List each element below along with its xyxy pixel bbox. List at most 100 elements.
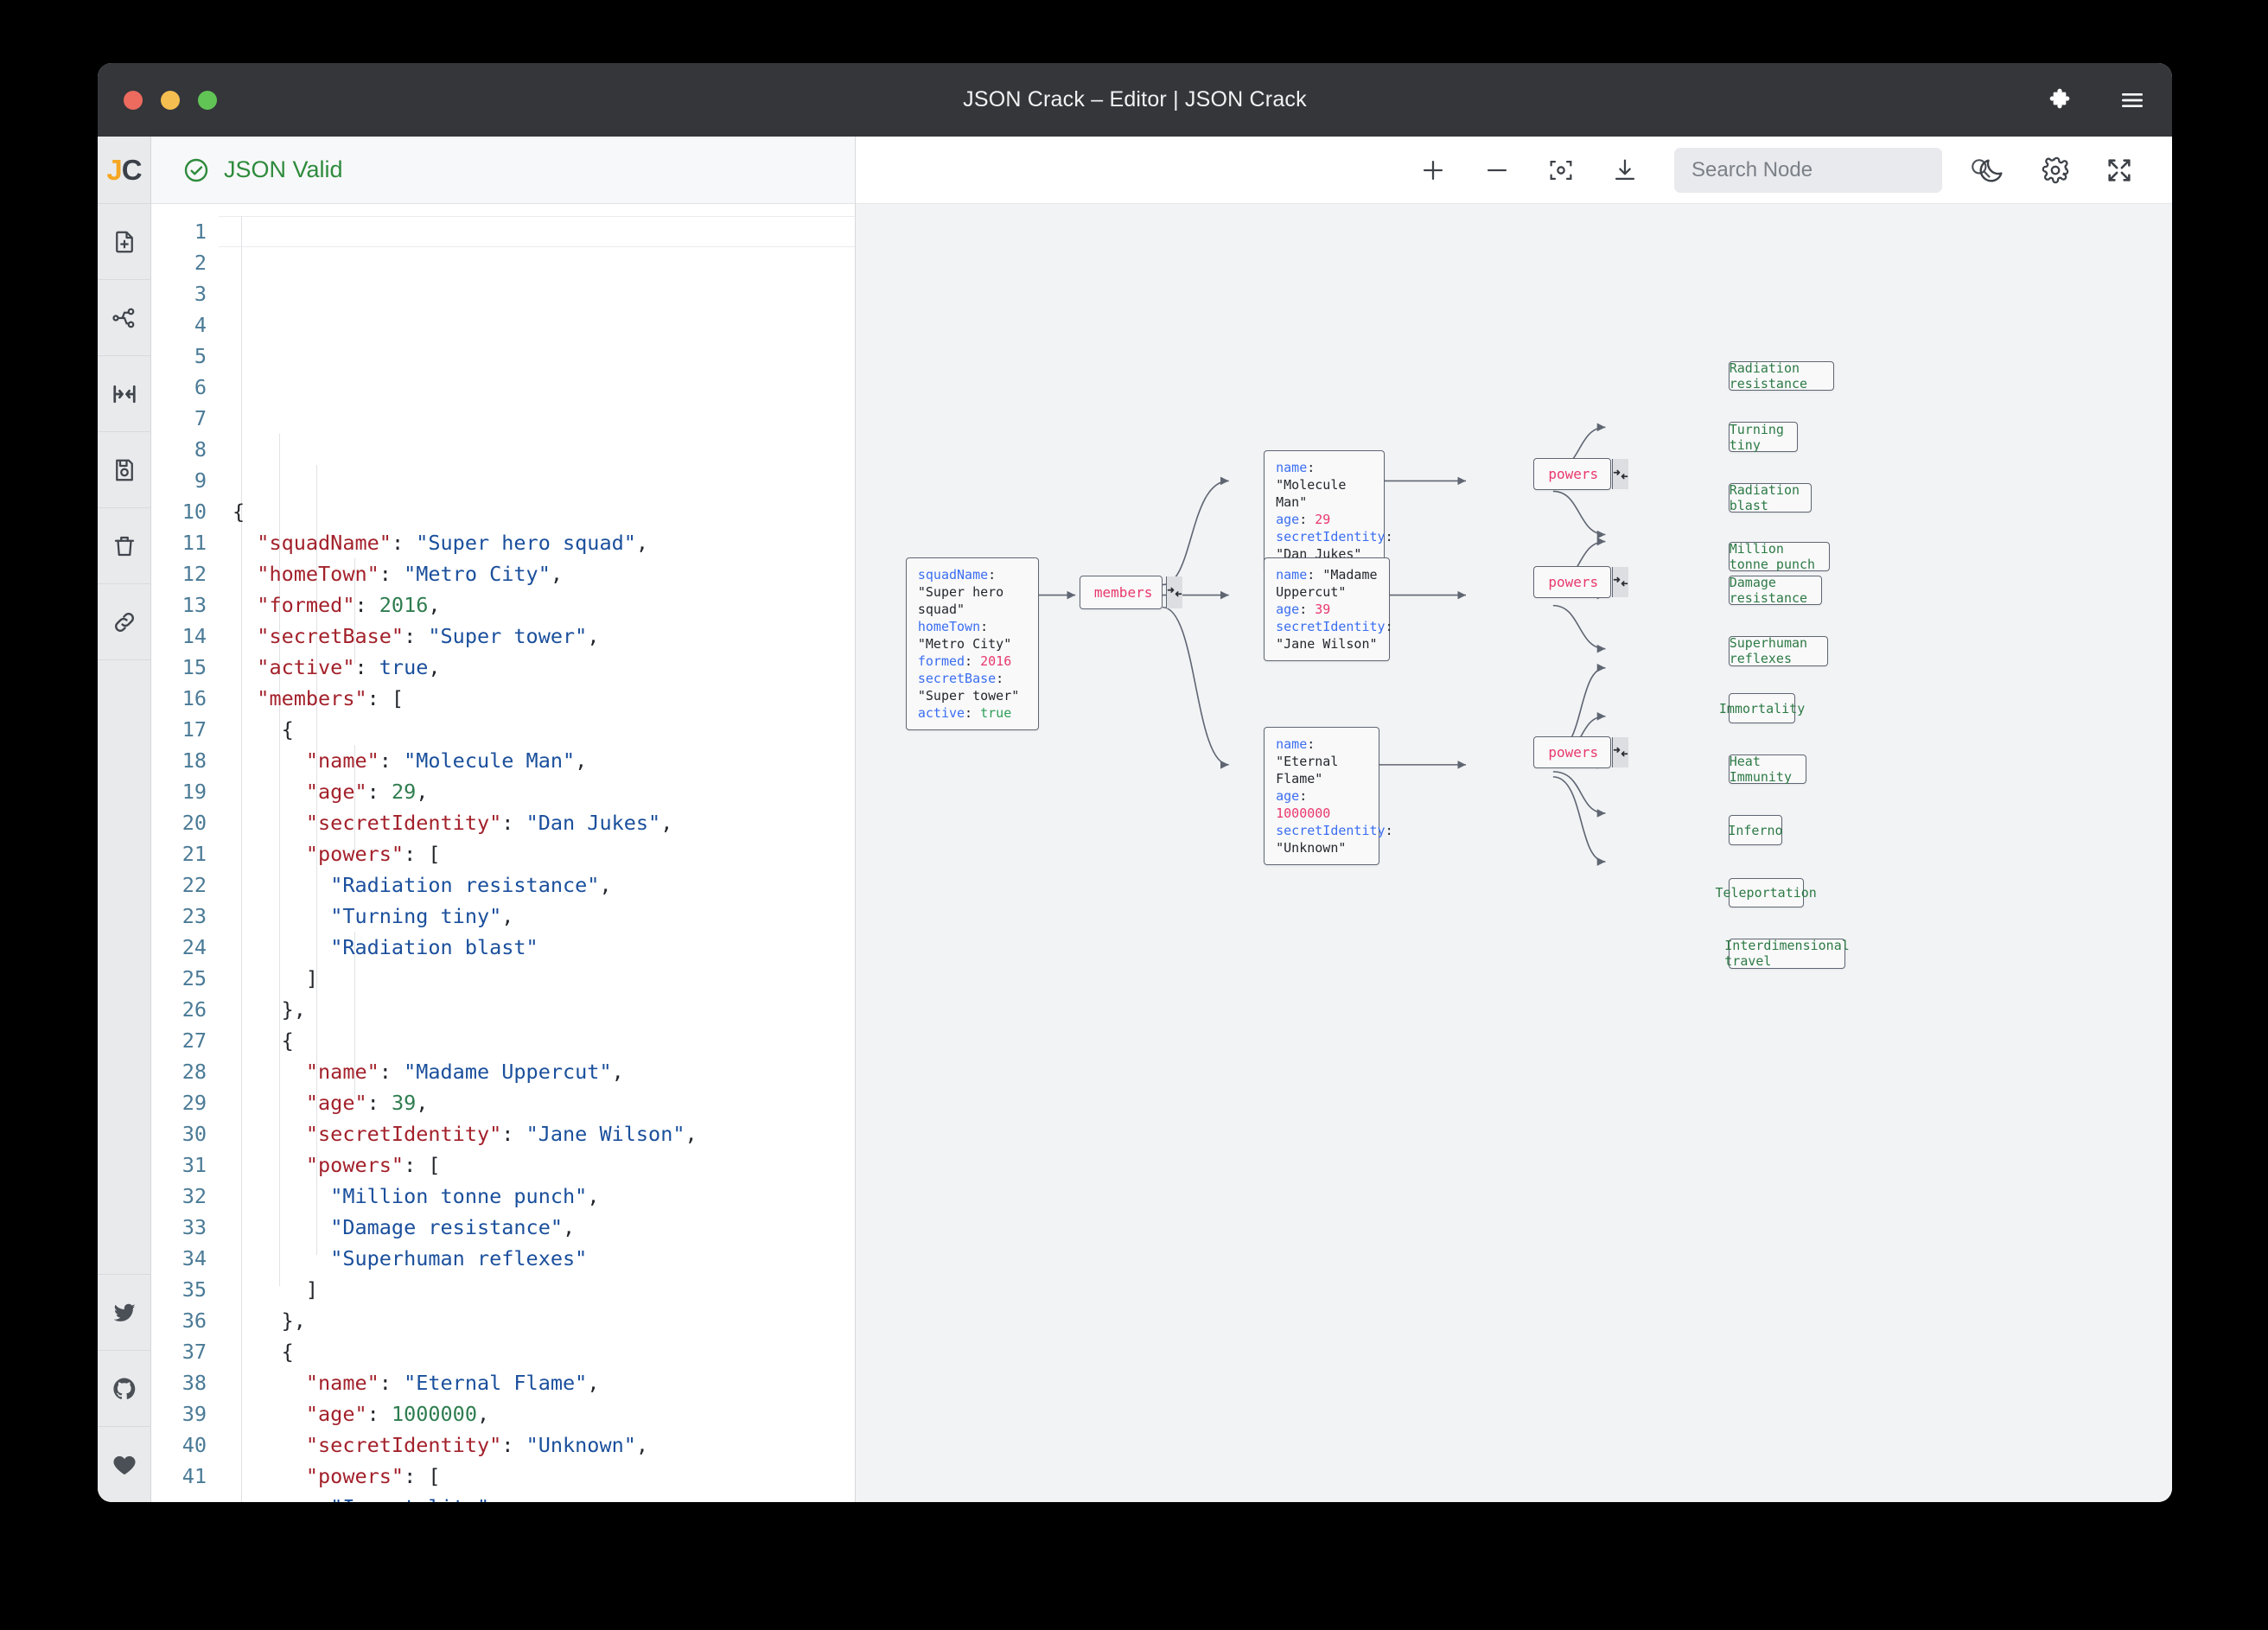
code-line[interactable]: "secretBase": "Super tower", <box>257 624 600 648</box>
minus-icon[interactable] <box>1482 156 1512 185</box>
node-row: name: "Eternal Flame" <box>1276 736 1339 787</box>
graph-node-power-leaf[interactable]: Interdimensional travel <box>1724 938 1850 970</box>
code-line[interactable]: { <box>233 500 245 524</box>
code-line[interactable]: "Radiation blast" <box>330 935 538 959</box>
graph-node-power-leaf[interactable]: Damage resistance <box>1728 575 1822 606</box>
close-window-button[interactable] <box>124 90 143 110</box>
minimize-window-button[interactable] <box>161 90 180 110</box>
code-line[interactable]: "squadName": "Super hero squad", <box>257 531 649 555</box>
code-line[interactable]: "secretIdentity": "Unknown", <box>305 1433 649 1457</box>
download-icon[interactable] <box>1610 156 1640 185</box>
node-row-key: formed <box>917 653 965 669</box>
graph-node-power-leaf[interactable]: Radiation blast <box>1728 482 1812 513</box>
code-line[interactable]: ] <box>233 966 319 990</box>
code-line[interactable]: "age": 39, <box>305 1091 429 1115</box>
graph-node-power-leaf[interactable]: Immortality <box>1719 693 1805 723</box>
code-line[interactable]: { <box>233 1028 294 1053</box>
plus-icon[interactable] <box>1418 156 1448 185</box>
code-line[interactable]: "name": "Molecule Man", <box>305 748 588 773</box>
graph-node-powers[interactable]: powers <box>1533 566 1629 598</box>
node-row-value: "Molecule Man" <box>1276 477 1347 511</box>
code-line[interactable]: }, <box>233 997 306 1022</box>
code-line[interactable]: "Million tonne punch", <box>330 1184 600 1208</box>
graph-node-power-leaf[interactable]: Superhuman reflexes <box>1728 635 1829 666</box>
graph-node-power-leaf[interactable]: Teleportation <box>1715 877 1817 908</box>
node-row-key: name <box>1276 460 1308 476</box>
save-icon[interactable] <box>98 432 151 508</box>
gear-icon[interactable] <box>2041 156 2070 185</box>
code-line[interactable]: "Immortality", <box>233 1492 855 1502</box>
code-line[interactable]: "name": "Eternal Flame", <box>305 1371 600 1395</box>
code-line[interactable]: }, <box>233 1308 306 1333</box>
zoom-window-button[interactable] <box>198 90 217 110</box>
code-line[interactable]: "Superhuman reflexes" <box>330 1246 588 1270</box>
graph-node-power-leaf[interactable]: Million tonne punch <box>1728 541 1830 572</box>
node-row-key: age <box>1276 512 1300 528</box>
graph-node-powers[interactable]: powers <box>1533 458 1629 491</box>
node-row-key: active <box>917 704 965 721</box>
hamburger-menu-icon[interactable] <box>2118 86 2146 114</box>
graph-node-power-leaf[interactable]: Heat Immunity <box>1728 754 1806 785</box>
code-line[interactable]: "powers": [ <box>305 1464 441 1488</box>
search-icon[interactable] <box>1968 156 1992 184</box>
title-bar-actions <box>2048 86 2146 114</box>
graph-node-power-leaf[interactable]: Radiation resistance <box>1728 360 1834 392</box>
github-icon[interactable] <box>98 1350 151 1426</box>
link-icon[interactable] <box>98 584 151 660</box>
code-line[interactable]: { <box>233 717 294 742</box>
code-line[interactable]: "age": 1000000, <box>305 1402 490 1426</box>
code-line[interactable]: ] <box>233 1277 319 1302</box>
code-line[interactable]: "powers": [ <box>305 1153 441 1177</box>
heart-icon[interactable] <box>98 1426 151 1502</box>
line-number: 26 <box>182 997 207 1022</box>
code-line[interactable]: "active": true, <box>257 655 441 679</box>
share-graph-icon[interactable] <box>98 280 151 356</box>
graph-node-power-leaf[interactable]: Inferno <box>1728 815 1783 845</box>
fullscreen-icon[interactable] <box>2105 156 2134 185</box>
collapse-node-button[interactable] <box>1612 567 1629 597</box>
code-content[interactable]: { "squadName": "Super hero squad", "home… <box>219 204 855 1502</box>
puzzle-icon[interactable] <box>2048 86 2075 114</box>
code-line[interactable]: "powers": [ <box>305 842 441 866</box>
line-number: 16 <box>182 686 207 710</box>
node-row: active: true <box>917 704 1012 721</box>
line-number: 35 <box>182 1277 207 1302</box>
code-line[interactable]: "members": [ <box>257 686 405 710</box>
code-line[interactable]: "age": 29, <box>305 780 429 804</box>
collapse-icon[interactable] <box>98 356 151 432</box>
search-node-box[interactable] <box>1674 147 1991 193</box>
new-document-icon[interactable] <box>98 204 151 280</box>
code-line[interactable]: { <box>233 1340 294 1364</box>
search-input[interactable] <box>1691 157 1959 182</box>
center-view-icon[interactable] <box>1546 156 1576 185</box>
code-line[interactable]: "secretIdentity": "Dan Jukes", <box>305 811 673 835</box>
delete-icon[interactable] <box>98 508 151 584</box>
code-line[interactable]: "Turning tiny", <box>330 904 514 928</box>
moon-icon[interactable] <box>1977 156 2006 185</box>
code-line[interactable]: "formed": 2016, <box>257 593 441 617</box>
code-line[interactable]: "homeTown": "Metro City", <box>257 562 564 586</box>
graph-canvas[interactable]: squadName: "Super hero squad"homeTown: "… <box>856 204 2172 1502</box>
graph-node-powers[interactable]: powers <box>1533 735 1629 768</box>
graph-node-root[interactable]: squadName: "Super hero squad"homeTown: "… <box>905 557 1039 730</box>
code-line[interactable]: "Radiation resistance", <box>330 873 612 897</box>
graph-node-power-leaf[interactable]: Turning tiny <box>1728 422 1799 453</box>
graph-node-members[interactable]: members <box>1079 575 1183 609</box>
line-number: 21 <box>182 842 207 866</box>
collapse-node-button[interactable] <box>1166 576 1183 608</box>
twitter-icon[interactable] <box>98 1274 151 1350</box>
node-row-value: "Super tower" <box>917 687 1020 704</box>
code-line[interactable]: "secretIdentity": "Jane Wilson", <box>305 1122 698 1146</box>
node-row: name: "Molecule Man" <box>1276 460 1347 511</box>
collapse-node-button[interactable] <box>1612 459 1629 490</box>
code-line[interactable]: "Damage resistance", <box>330 1215 576 1239</box>
collapse-node-button[interactable] <box>1612 736 1629 767</box>
code-line[interactable]: "name": "Madame Uppercut", <box>305 1060 624 1084</box>
line-number: 22 <box>182 873 207 897</box>
